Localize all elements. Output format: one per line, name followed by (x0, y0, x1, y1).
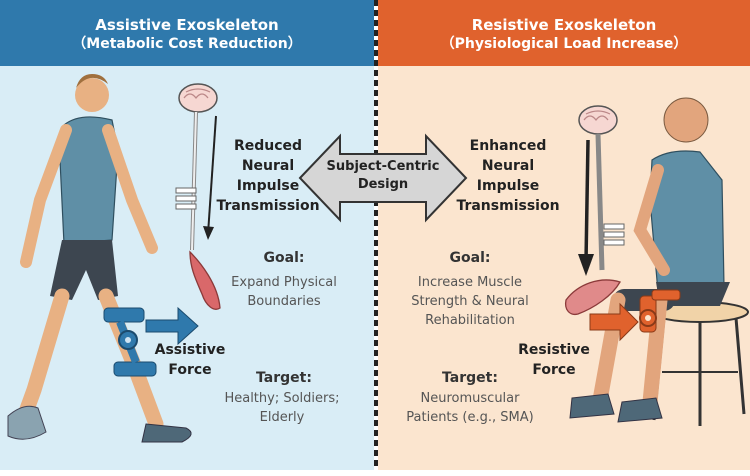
assistive-arrow-icon (145, 306, 199, 346)
assistive-force-line-2: Force (168, 362, 211, 378)
resistive-arrow-icon (589, 302, 639, 342)
assistive-target-label: Target: (256, 370, 312, 386)
resistive-neural-line-4: Transmission (456, 198, 559, 214)
double-arrow-icon (298, 133, 468, 223)
walking-person (7, 74, 192, 443)
seated-person (569, 97, 730, 423)
resistive-neural-line-1: Enhanced (470, 138, 547, 154)
assistive-panel: Assistive Exoskeleton （Metabolic Cost Re… (0, 0, 374, 470)
assistive-goal-line-1: Expand Physical (231, 275, 337, 290)
resistive-goal-line-3: Rehabilitation (425, 313, 515, 328)
resistive-force-line-1: Resistive (518, 342, 590, 358)
neural-arrow-icon-right (584, 139, 590, 263)
resistive-target-line-2: Patients (e.g., SMA) (406, 410, 533, 425)
assistive-force-line-1: Assistive (155, 342, 226, 358)
resistive-neural-line-3: Impulse (477, 178, 539, 194)
center-label-line-1: Subject-Centric (327, 159, 440, 174)
resistive-subtitle: （Physiological Load Increase） (440, 36, 688, 52)
neural-arrow-icon (207, 115, 217, 235)
assistive-title: Assistive Exoskeleton (95, 16, 279, 34)
resistive-title: Resistive Exoskeleton (471, 16, 657, 34)
assistive-neural-line-3: Impulse (237, 178, 299, 194)
resistive-target-line-1: Neuromuscular (421, 391, 521, 406)
brain-icon-right (578, 105, 618, 135)
resistive-goal-label: Goal: (450, 250, 491, 266)
resistive-target-label: Target: (442, 370, 498, 386)
center-divider (374, 0, 378, 470)
brain-icon (178, 83, 218, 113)
resistive-neural-line-2: Neural (482, 158, 534, 174)
assistive-neural-line-2: Neural (242, 158, 294, 174)
muscle-icon-right (564, 279, 621, 316)
assistive-neural-line-4: Transmission (216, 198, 319, 214)
knee-exoskeleton-right (639, 289, 681, 333)
assistive-neural-line-1: Reduced (234, 138, 302, 154)
assistive-subtitle: （Metabolic Cost Reduction） (72, 36, 302, 52)
resistive-goal-line-2: Strength & Neural (411, 294, 529, 309)
knee-exoskeleton (103, 307, 157, 377)
assistive-header: Assistive Exoskeleton （Metabolic Cost Re… (0, 0, 374, 66)
spinal-cord-icon (175, 111, 198, 251)
resistive-force-line-2: Force (532, 362, 575, 378)
assistive-goal-label: Goal: (264, 250, 305, 266)
assistive-goal-line-2: Boundaries (247, 294, 321, 309)
assistive-target-line-1: Healthy; Soldiers; (224, 391, 339, 406)
center-label-line-2: Design (358, 177, 408, 192)
assistive-target-line-2: Elderly (260, 410, 305, 425)
muscle-icon (189, 250, 221, 310)
spinal-cord-icon-right (595, 133, 625, 271)
resistive-header: Resistive Exoskeleton （Physiological Loa… (378, 0, 750, 66)
resistive-goal-line-1: Increase Muscle (418, 275, 522, 290)
stool (651, 301, 749, 426)
